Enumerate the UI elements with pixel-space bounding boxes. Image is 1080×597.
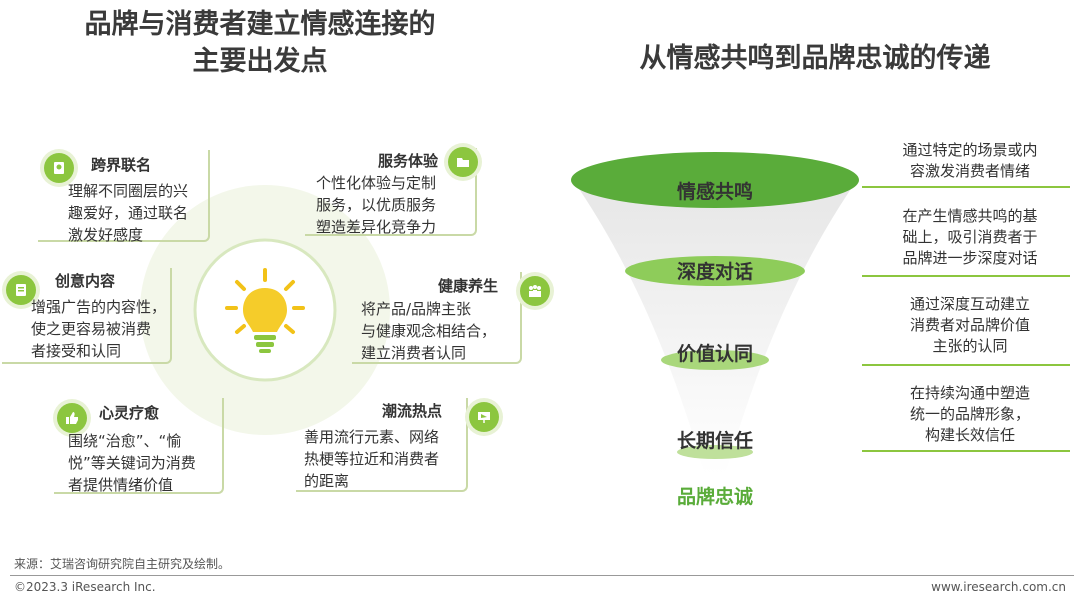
card-creative-text: 增强广告的内容性， 使之更容易被消费 者接受和认同 xyxy=(31,298,167,360)
right-title: 从情感共鸣到品牌忠诚的传递 xyxy=(639,43,991,74)
card-healing xyxy=(54,398,224,494)
stage-recognition: 价值认同 xyxy=(676,343,753,365)
card-service-title: 服务体验 xyxy=(378,152,439,170)
card-health xyxy=(352,272,522,364)
handshake-icon xyxy=(44,153,74,183)
funnel-ring-3 xyxy=(661,350,769,370)
funnel-top-ellipse xyxy=(571,152,859,208)
card-health-text: 将产品/品牌主张 与健康观念相结合， 建立消费者认同 xyxy=(361,300,497,362)
stage-dialogue: 深度对话 xyxy=(676,261,753,283)
card-service xyxy=(305,148,477,236)
desc-recognition: 通过深度互动建立 消费者对品牌价值 主张的认同 xyxy=(909,295,1030,355)
card-crossover-text: 理解不同圈层的兴 趣爱好，通过联名 激发好感度 xyxy=(68,182,189,244)
card-health-title: 健康养生 xyxy=(438,277,499,295)
card-healing-text: 围绕“治愈”、“愉 悦”等关键词为消费 者提供情绪价值 xyxy=(68,432,196,494)
people-icon xyxy=(520,276,550,306)
funnel-ring-4 xyxy=(677,445,753,459)
copyright: ©2023.3 iResearch Inc. xyxy=(14,580,156,594)
desc-divider-3 xyxy=(862,364,1070,366)
card-trend-title: 潮流热点 xyxy=(382,402,443,420)
left-title: 品牌与消费者建立情感连接的 主要出发点 xyxy=(20,6,500,80)
thumbs-up-icon xyxy=(57,403,87,433)
card-crossover xyxy=(38,150,210,242)
card-creative-title: 创意内容 xyxy=(55,272,116,290)
footer-divider xyxy=(10,575,1074,576)
card-service-text: 个性化体验与定制 服务，以优质服务 塑造差异化竞争力 xyxy=(316,174,437,236)
funnel-ring-2 xyxy=(625,256,805,286)
desc-divider-1 xyxy=(862,186,1070,188)
document-icon xyxy=(6,275,36,305)
funnel-diagram xyxy=(571,152,859,475)
card-crossover-title: 跨界联名 xyxy=(91,156,152,174)
funnel-body xyxy=(573,180,857,475)
desc-trust: 在持续沟通中塑造 统一的品牌形象， 构建长效信任 xyxy=(909,384,1030,444)
source-note: 来源：艾瑞咨询研究院自主研究及绘制。 xyxy=(14,557,231,571)
card-healing-title: 心灵疗愈 xyxy=(99,404,160,422)
stage-resonance: 情感共鸣 xyxy=(676,181,753,203)
left-title-line1: 品牌与消费者建立情感连接的 xyxy=(84,9,436,40)
card-creative xyxy=(2,268,172,364)
lightbulb-icon xyxy=(225,268,305,353)
presentation-icon xyxy=(469,402,499,432)
desc-divider-4 xyxy=(862,450,1070,452)
card-trend-text: 善用流行元素、网络 热梗等拉近和消费者 的距离 xyxy=(304,428,440,490)
desc-divider-2 xyxy=(862,275,1070,277)
left-title-line2: 主要出发点 xyxy=(192,46,328,77)
website: www.iresearch.com.cn xyxy=(931,580,1066,594)
stage-loyalty: 品牌忠诚 xyxy=(676,486,753,508)
folder-icon xyxy=(448,147,478,177)
desc-resonance: 通过特定的场景或内 容激发消费者情绪 xyxy=(902,141,1038,180)
desc-dialogue: 在产生情感共鸣的基 础上，吸引消费者于 品牌进一步深度对话 xyxy=(902,207,1038,267)
card-trend xyxy=(296,398,468,492)
stage-trust: 长期信任 xyxy=(676,430,753,452)
